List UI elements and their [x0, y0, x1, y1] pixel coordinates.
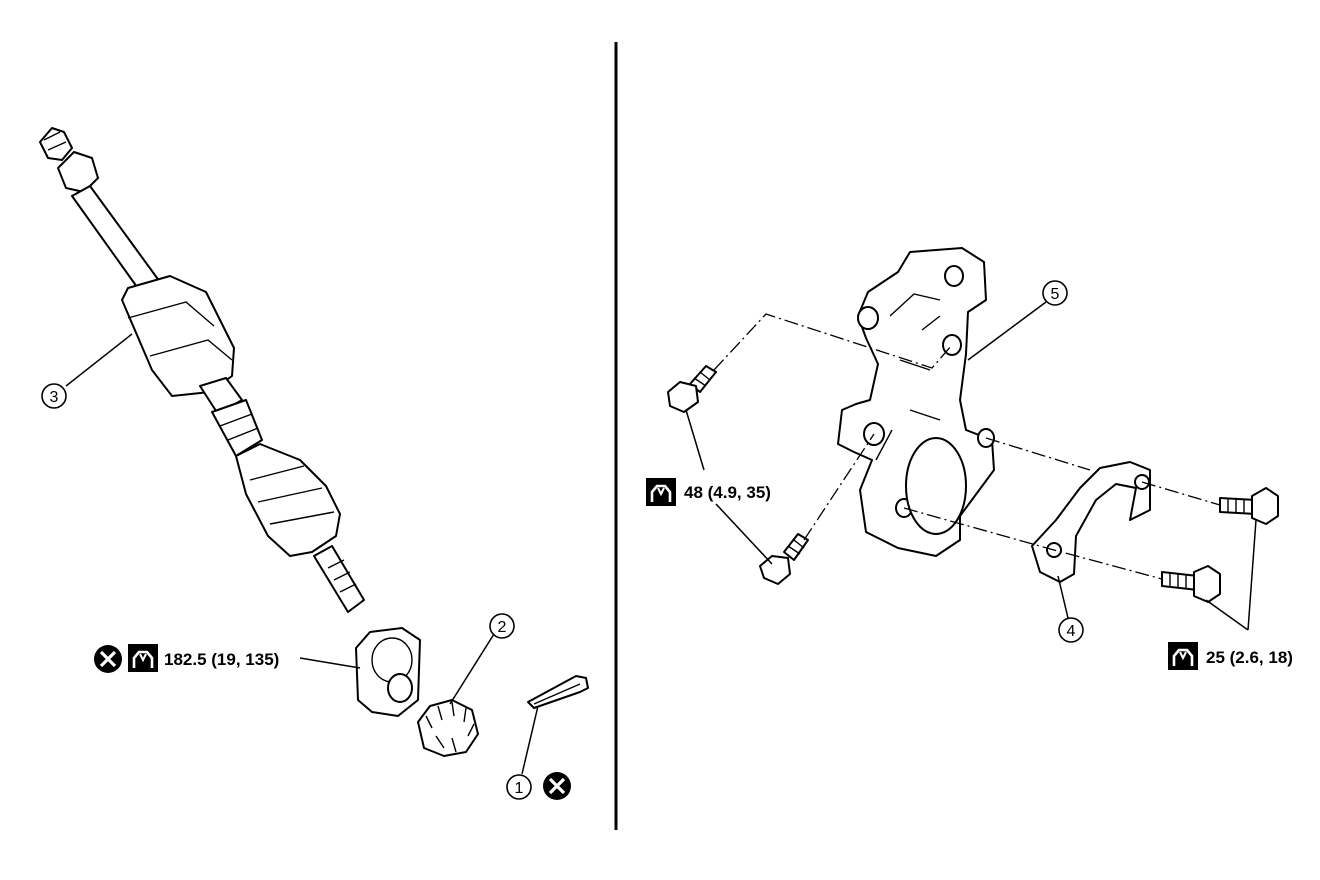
part-number-5: 5 [1051, 286, 1060, 303]
torque-value-bracket-bolts: 25 (2.6, 18) [1206, 648, 1293, 667]
drive-shaft-assembly [39, 127, 365, 613]
nut-lock-cap [417, 699, 479, 757]
bolt-upper-right [1219, 487, 1279, 525]
part-number-2: 2 [498, 619, 507, 636]
bolt-lower-left [759, 533, 809, 585]
do-not-reuse-icon [94, 645, 122, 673]
do-not-reuse-icon [543, 772, 571, 800]
torque-value-axle-nut: 182.5 (19, 135) [164, 650, 279, 669]
wrench-torque-icon [646, 478, 676, 506]
bolt-upper-left [667, 365, 717, 413]
wrench-torque-icon [128, 644, 158, 672]
part-number-4: 4 [1067, 623, 1076, 640]
knuckle-bracket [837, 247, 995, 557]
part-number-1: 1 [515, 780, 524, 797]
hook-bracket [1031, 461, 1151, 583]
part-number-3: 3 [50, 389, 59, 406]
bolt-lower-right [1161, 565, 1221, 603]
torque-value-knuckle-bolts: 48 (4.9, 35) [684, 483, 771, 502]
cotter-pin [527, 675, 589, 709]
axle-nut [355, 627, 421, 717]
wrench-torque-icon [1168, 642, 1198, 670]
